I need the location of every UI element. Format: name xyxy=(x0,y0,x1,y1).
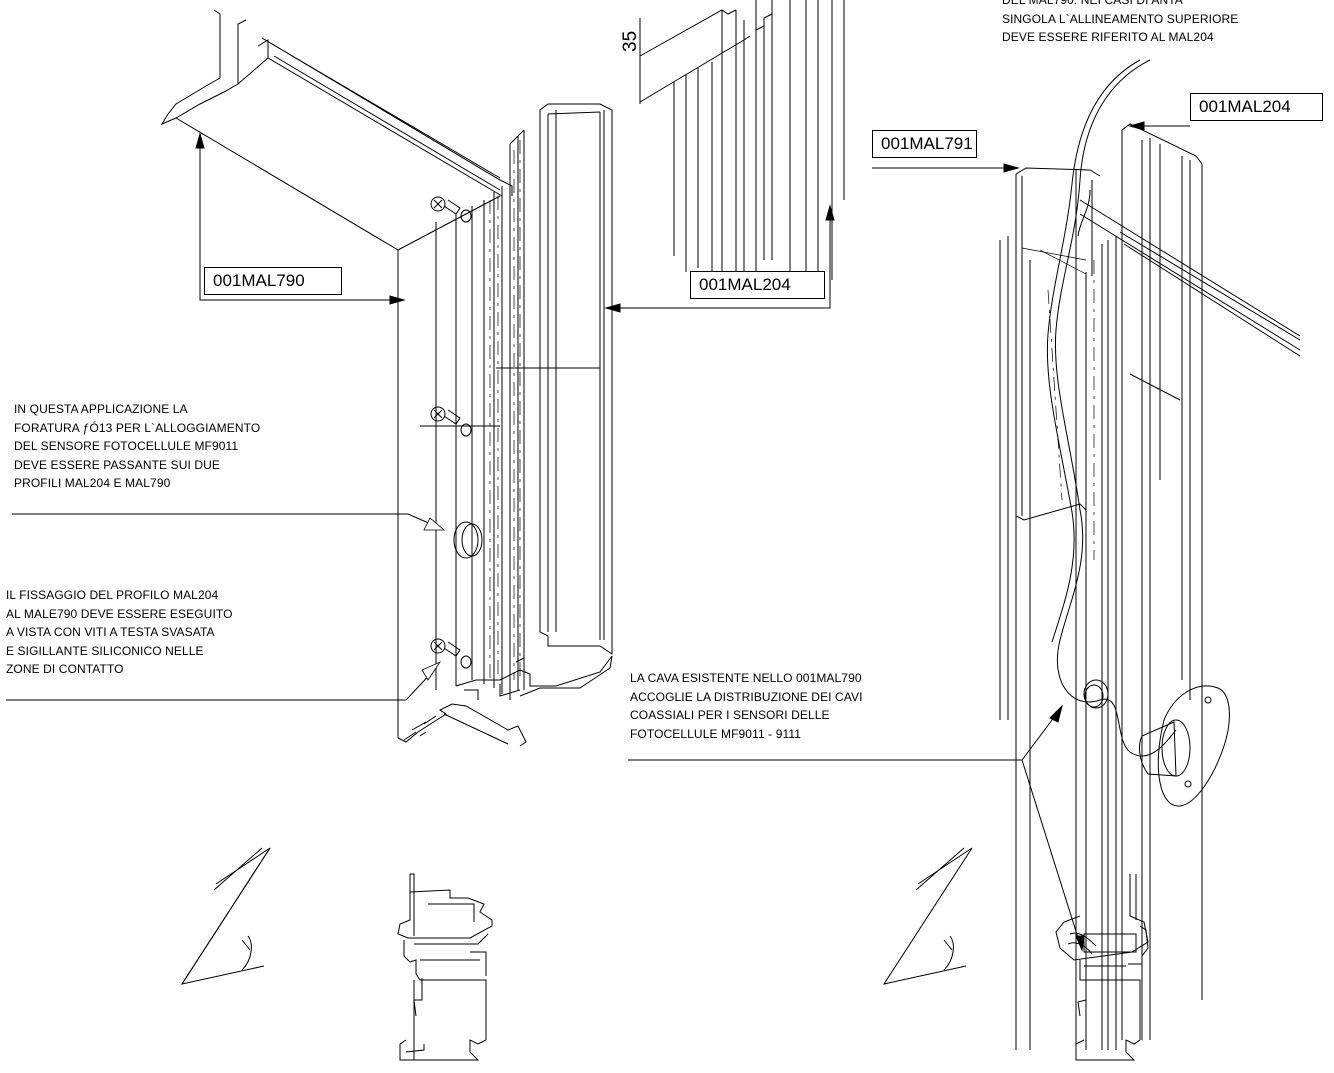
note-line: DEL SENSORE FOTOCELLULE MF9011 xyxy=(14,439,239,454)
label-001mal791-right: 001MAL791 xyxy=(872,130,977,158)
screw-top xyxy=(430,196,472,223)
note-line: DEVE ESSERE RIFERITO AL MAL204 xyxy=(1002,30,1214,44)
label-001mal790-left: 001MAL790 xyxy=(204,267,342,295)
note-line: PROFILI MAL204 E MAL790 xyxy=(14,476,171,491)
sensor-hole xyxy=(453,521,483,559)
note-line: FOTOCELLULE MF9011 - 9111 xyxy=(630,726,802,741)
label-001mal204-right: 001MAL204 xyxy=(1190,93,1323,121)
note-line: LA CAVA ESISTENTE NELLO 001MAL790 xyxy=(630,671,862,685)
note-fissaggio: IL FISSAGGIO DEL PROFILO MAL204 AL MALE7… xyxy=(6,586,233,679)
leaders-right xyxy=(628,121,1190,952)
angle-sketch-left xyxy=(180,847,271,985)
angle-sketch-right xyxy=(882,847,973,985)
note-line: E SIGILLANTE SILICONICO NELLE xyxy=(6,643,204,658)
dimension-35: 35 xyxy=(620,30,641,52)
section-profile-right xyxy=(1055,874,1149,1061)
note-line: SINGOLA L`ALLINEAMENTO SUPERIORE xyxy=(1002,11,1239,26)
label-001mal204-center: 001MAL204 xyxy=(690,271,825,299)
right-assembly-drawing xyxy=(999,59,1301,1050)
screw-middle xyxy=(430,406,472,437)
leaders-left xyxy=(6,132,835,701)
note-line: A VISTA CON VITI A TESTA SVASATA xyxy=(6,625,215,639)
note-line: ACCOGLIE LA DISTRIBUZIONE DEI CAVI xyxy=(630,689,863,704)
screw-bottom xyxy=(430,638,472,669)
note-line: IL FISSAGGIO DEL PROFILO MAL204 xyxy=(6,588,219,602)
center-top-fragment xyxy=(639,0,845,290)
note-cava: LA CAVA ESISTENTE NELLO 001MAL790 ACCOGL… xyxy=(630,669,863,743)
note-line: COASSIALI PER I SENSORI DELLE xyxy=(630,708,830,722)
note-line: DEVE ESSERE PASSANTE SUI DUE xyxy=(14,457,220,472)
note-line: IN QUESTA APPLICAZIONE LA xyxy=(14,402,188,416)
note-line: FORATURA ƒÓ13 PER L`ALLOGGIAMENTO xyxy=(14,420,261,435)
note-line: AL MALE790 DEVE ESSERE ESEGUITO xyxy=(6,606,233,621)
photocell-sensor xyxy=(1083,679,1230,807)
note-line: DEL MAL790. NEI CASI DI ANTA xyxy=(1002,0,1183,7)
left-assembly-drawing xyxy=(160,9,613,747)
section-profile-left xyxy=(397,873,493,1061)
note-line: ZONE DI CONTATTO xyxy=(6,662,124,676)
note-foratura: IN QUESTA APPLICAZIONE LA FORATURA ƒÓ13 … xyxy=(14,400,260,493)
note-top-right: DEL MAL790. NEI CASI DI ANTA SINGOLA L`A… xyxy=(1002,0,1238,47)
